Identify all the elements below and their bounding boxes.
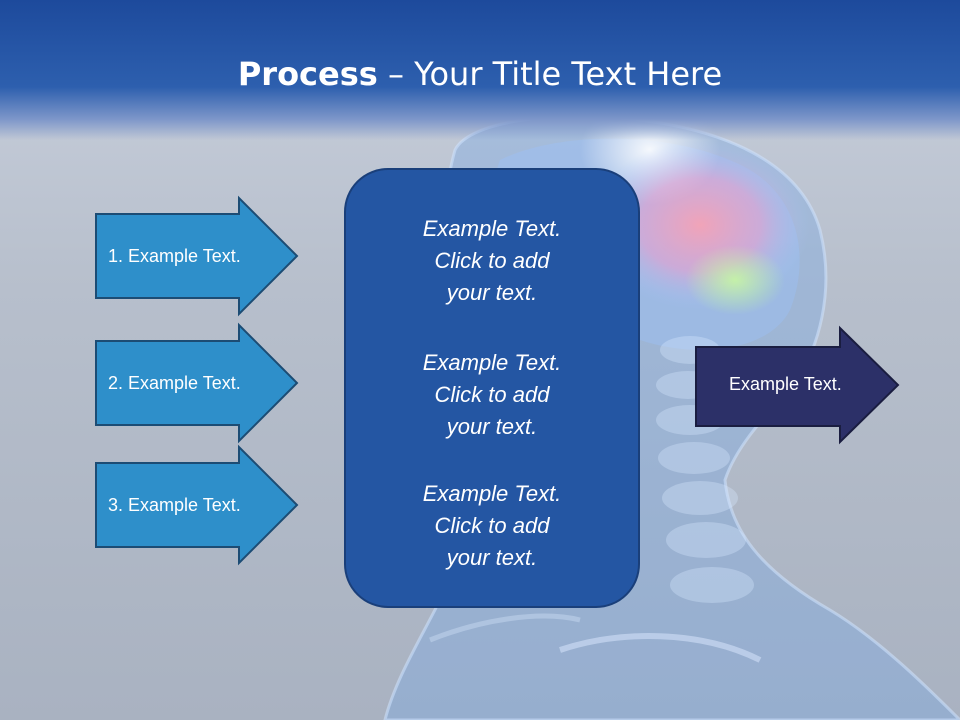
right-arrow[interactable] [695, 325, 900, 445]
header-band [0, 0, 960, 140]
center-text-block-1: Example Text. Click to add your text. [344, 213, 640, 309]
center-text-block-2: Example Text. Click to add your text. [344, 347, 640, 443]
left-arrow-2[interactable] [95, 322, 299, 444]
center-block-1-line-3: your text. [446, 280, 538, 305]
center-block-3-line-1: Example Text. [422, 481, 562, 506]
center-text-box[interactable] [344, 168, 640, 608]
center-block-2-line-1: Example Text. [422, 350, 562, 375]
center-block-2-line-3: your text. [446, 414, 538, 439]
center-block-1-line-1: Example Text. [422, 216, 562, 241]
left-arrow-3-label: 3. Example Text. [108, 495, 241, 515]
center-block-1-line-2: Click to add [434, 248, 550, 273]
center-text-block-3: Example Text. Click to add your text. [344, 478, 640, 574]
center-block-3-line-3: your text. [446, 545, 538, 570]
left-arrow-1[interactable] [95, 195, 299, 317]
left-arrow-2-label: 2. Example Text. [108, 373, 241, 393]
title-rest-part: – Your Title Text Here [377, 55, 723, 93]
left-arrow-1-label: 1. Example Text. [108, 246, 241, 266]
right-arrow-label: Example Text. [729, 374, 842, 394]
slide-title: Process – Your Title Text Here [0, 52, 960, 96]
left-arrow-3[interactable] [95, 444, 299, 566]
center-block-3-line-2: Click to add [434, 513, 550, 538]
title-bold-part: Process [237, 55, 378, 93]
center-block-2-line-2: Click to add [434, 382, 550, 407]
